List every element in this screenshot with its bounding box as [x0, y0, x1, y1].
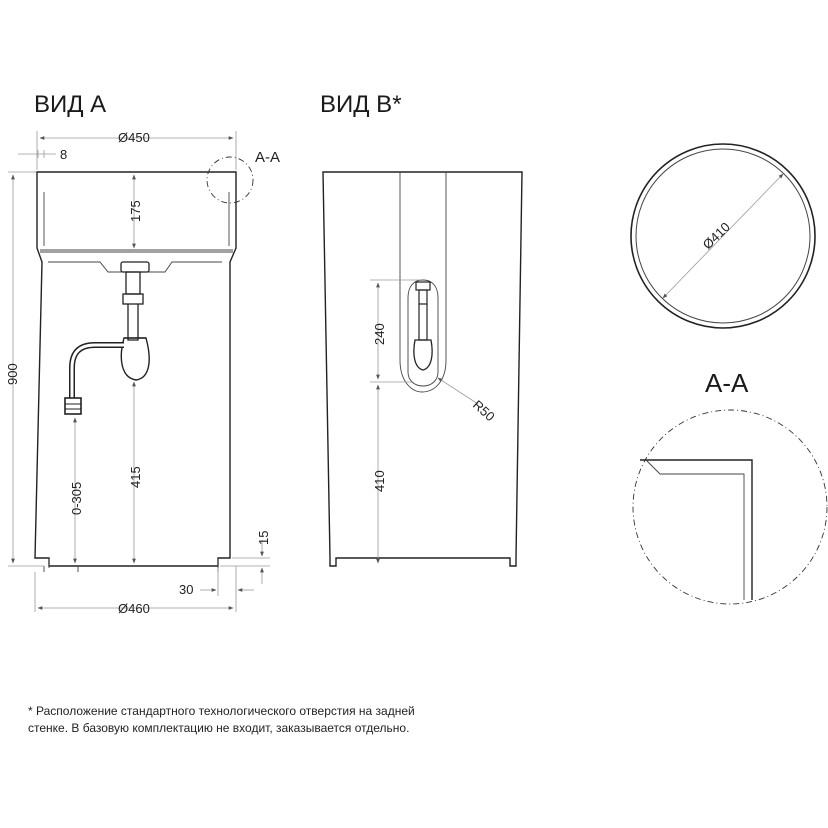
section-wall-profile — [640, 459, 753, 600]
view-a-plinth — [43, 558, 219, 572]
section-detail-circle — [632, 409, 828, 605]
footnote-line-2: стенке. В базовую комплектацию не входит… — [28, 721, 410, 735]
plan-view: Ø410 — [630, 143, 816, 329]
section-a-a: A-A — [632, 368, 828, 605]
view-a-inner-wall — [48, 261, 222, 273]
footnote-line-1: * Расположение стандартного технологичес… — [28, 704, 415, 718]
dim-450-line — [36, 131, 237, 170]
dim-hole-bottom: 410 — [372, 470, 387, 492]
view-a-bowl-line — [40, 249, 233, 253]
view-a-body-outline — [34, 171, 237, 567]
section-title: A-A — [705, 368, 749, 398]
plan-inner-rim — [635, 148, 811, 324]
view-b-siphon — [413, 281, 433, 371]
siphon — [64, 261, 150, 415]
view-b-body-outline — [322, 171, 523, 567]
view-b-recess — [399, 172, 447, 393]
section-callout-label: A-A — [255, 149, 280, 166]
dim-plinth-offset: 30 — [179, 582, 193, 597]
plan-outer-rim — [630, 143, 816, 329]
dim-bowl-depth: 175 — [128, 200, 143, 222]
footnote: * Расположение стандартного технологичес… — [28, 703, 488, 737]
dim-drain-height: 415 — [128, 466, 143, 488]
section-callout-circle — [206, 156, 254, 204]
view-a: ВИД А Ø450 — [5, 91, 280, 616]
view-a-inner-sides — [43, 192, 230, 246]
dim-base-diameter: Ø460 — [118, 601, 150, 616]
view-a-title: ВИД А — [34, 91, 106, 118]
dim-hole-height: 240 — [372, 323, 387, 345]
view-b: ВИД B* 240 410 R50 — [320, 91, 523, 567]
view-b-service-hole — [407, 279, 439, 387]
dim-plinth-height: 15 — [256, 531, 271, 545]
dim-range: 0-305 — [69, 482, 84, 515]
plan-diameter-line — [662, 173, 784, 299]
section-inner-profile — [645, 459, 745, 600]
dim-top-diameter: Ø450 — [118, 130, 150, 145]
view-b-title: ВИД B* — [320, 91, 402, 118]
dim-inner-diameter: Ø410 — [700, 219, 733, 252]
dim-wall: 8 — [60, 147, 67, 162]
dim-total-height: 900 — [5, 363, 20, 385]
